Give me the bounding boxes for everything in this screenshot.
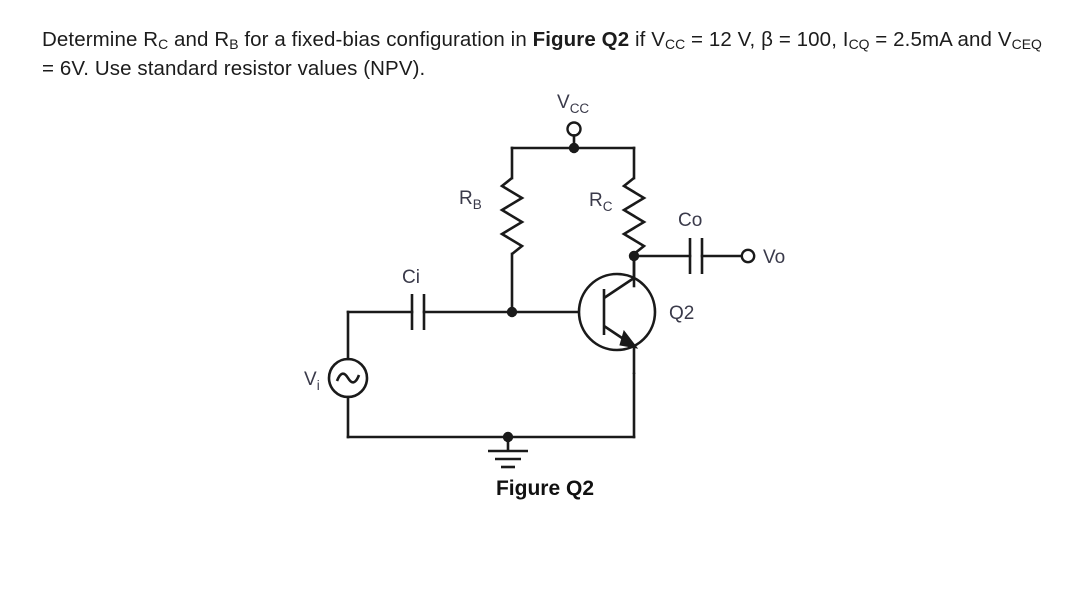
capacitor-ci: [346, 294, 580, 330]
question-segment-4: if V: [629, 28, 666, 51]
transistor-q2: [577, 256, 657, 374]
circuit-diagram: VCC RB RC: [0, 86, 1080, 516]
subscript-c: C: [158, 36, 169, 53]
subscript-cq: CQ: [848, 36, 870, 53]
vo-label: Vo: [763, 247, 785, 268]
capacitor-co: [688, 238, 744, 274]
vi-label: Vi: [304, 369, 320, 393]
question-segment-3: for a fixed-bias configuration in: [238, 28, 533, 51]
question-segment-1: Determine R: [42, 28, 159, 51]
ground-symbol: [488, 437, 528, 469]
figure-caption: Figure Q2: [496, 477, 594, 500]
question-prompt: Determine RC and RB for a fixed-bias con…: [42, 26, 1052, 83]
q2-label: Q2: [669, 303, 694, 324]
base-node: [506, 306, 518, 318]
ci-label: Ci: [402, 267, 420, 288]
resistor-rc: [621, 176, 647, 258]
question-segment-5: = 12 V, β = 100, I: [685, 28, 849, 51]
ground-rail: [346, 372, 636, 443]
supply-rail: [510, 146, 636, 180]
resistor-rb: [499, 176, 525, 314]
question-segment-2: and R: [168, 28, 230, 51]
source-vi: [327, 310, 369, 439]
vo-terminal: [740, 248, 756, 264]
figure-reference: Figure Q2: [532, 28, 630, 51]
question-segment-6: = 2.5mA and V: [869, 28, 1012, 51]
question-segment-7: = 6V. Use standard resistor values (NPV)…: [42, 57, 426, 80]
subscript-cc: CC: [665, 36, 686, 53]
rc-label: RC: [589, 190, 613, 214]
rb-label: RB: [459, 188, 482, 212]
vcc-label: VCC: [557, 92, 589, 116]
co-label: Co: [678, 210, 702, 231]
subscript-b: B: [229, 36, 239, 53]
subscript-ceq: CEQ: [1011, 36, 1042, 53]
